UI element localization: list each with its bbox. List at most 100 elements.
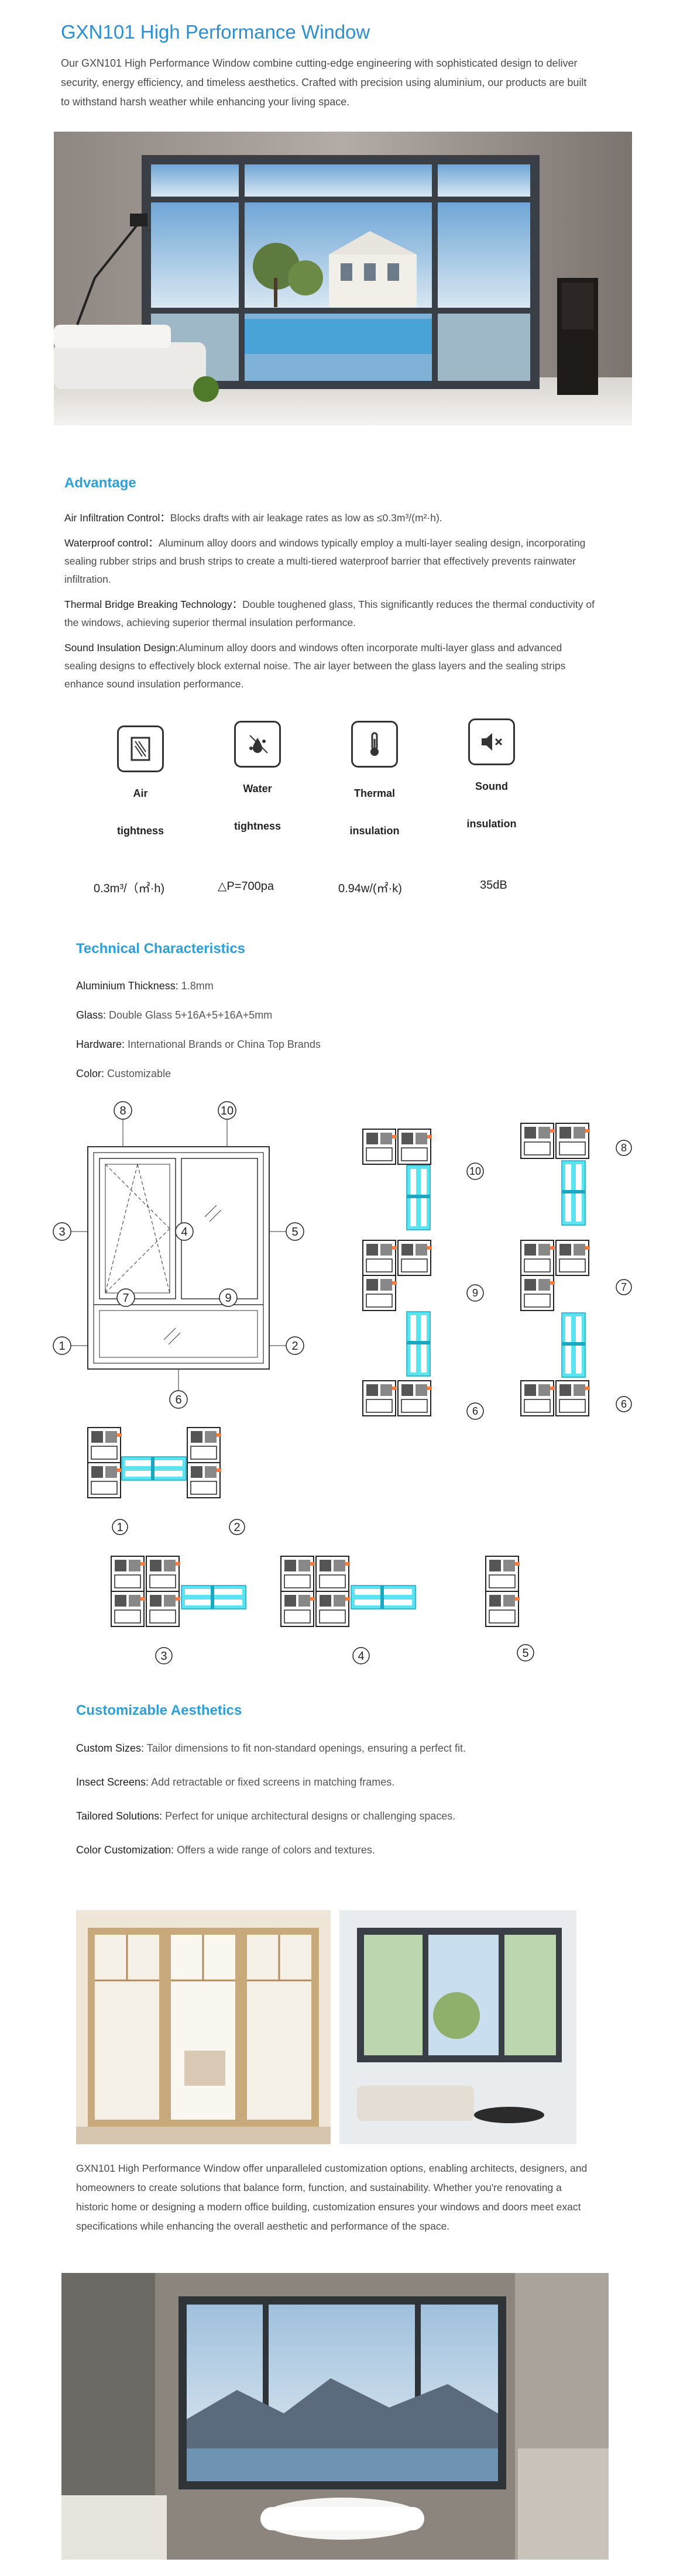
callout-circle [169, 1390, 188, 1409]
callout-label: 5 [291, 1226, 298, 1239]
spec-value: International Brands or China Top Brands [128, 1038, 321, 1050]
callout-circle [466, 1284, 484, 1302]
feature-thermal-insulation: Thermal insulation [334, 721, 416, 850]
callout-label: 8 [621, 1142, 627, 1154]
spec-label: Aluminium Thickness: [76, 980, 178, 992]
hero-photo [54, 132, 632, 425]
spec-color: Color: Customizable [76, 1068, 171, 1080]
callout-circle [155, 1647, 173, 1664]
custom-item: Color Customization: Offers a wide range… [76, 1844, 375, 1856]
advantage-list: Air Infiltration Control：Blocks drafts w… [64, 509, 597, 693]
spec-glass: Glass: Double Glass 5+16A+5+16A+5mm [76, 1009, 272, 1022]
spec-aluminium-thickness: Aluminium Thickness: 1.8mm [76, 980, 214, 992]
spec-hardware: Hardware: International Brands or China … [76, 1038, 321, 1051]
custom-label: Custom Sizes: [76, 1742, 145, 1754]
advantage-item: Thermal Bridge Breaking Technology：Doubl… [64, 596, 597, 632]
callout-label: 7 [621, 1281, 627, 1293]
callout-label: 2 [234, 1521, 240, 1534]
advantage-label: Waterproof control： [64, 537, 159, 549]
feature-name: Sound [475, 780, 508, 792]
callout-label: 10 [221, 1105, 234, 1117]
custom-text: Perfect for unique architectural designs… [165, 1810, 456, 1822]
callout-circle [466, 1163, 484, 1180]
custom-label: Insect Screens: [76, 1776, 149, 1788]
advantage-item: Waterproof control：Aluminum alloy doors … [64, 534, 597, 589]
custom-label: Tailored Solutions: [76, 1810, 163, 1822]
custom-item: Insect Screens: Add retractable or fixed… [76, 1776, 394, 1789]
spec-value: 1.8mm [181, 980, 214, 992]
callout-circle [616, 1279, 632, 1295]
callout-circle [352, 1647, 370, 1664]
callout-circle [218, 1101, 236, 1120]
advantage-label: Sound Insulation Design: [64, 642, 178, 654]
callout-circle [53, 1222, 71, 1241]
interior-photo-window [339, 1910, 576, 2144]
page-title: GXN101 High Performance Window [61, 21, 370, 43]
custom-label: Color Customization: [76, 1844, 174, 1856]
feature-name: tightness [116, 825, 164, 837]
callout-label: 6 [621, 1398, 627, 1410]
interior-photo-doors [76, 1910, 331, 2144]
callout-label: 10 [469, 1165, 481, 1177]
customizable-heading: Customizable Aesthetics [76, 1703, 242, 1718]
callout-circle [53, 1336, 71, 1355]
advantage-heading: Advantage [64, 475, 136, 491]
advantage-label: Thermal Bridge Breaking Technology： [64, 599, 243, 610]
callout-label: 2 [291, 1340, 298, 1353]
speaker-mute-icon [468, 718, 515, 765]
section-left [87, 1427, 222, 1498]
callout-circle [616, 1396, 632, 1412]
callout-label: 9 [472, 1287, 478, 1299]
callout-circle [219, 1288, 238, 1307]
callout-label: 3 [59, 1226, 65, 1239]
feature-sound-insulation: Sound insulation [451, 718, 533, 842]
callout-circle [175, 1222, 194, 1241]
feature-name: insulation [466, 818, 517, 830]
custom-text: Tailor dimensions to fit non-standard op… [146, 1742, 466, 1754]
bathroom-photo [61, 2273, 609, 2560]
advantage-text: Blocks drafts with air leakage rates as … [170, 512, 442, 524]
callout-label: 6 [472, 1405, 478, 1417]
callout-label: 6 [175, 1394, 181, 1406]
spec-label: Color: [76, 1068, 105, 1079]
custom-item: Tailored Solutions: Perfect for unique a… [76, 1810, 455, 1822]
feature-water-tightness: Water tightness [217, 721, 298, 845]
spec-label: Hardware: [76, 1038, 125, 1050]
callout-label: 4 [358, 1650, 364, 1663]
advantage-item: Air Infiltration Control：Blocks drafts w… [64, 509, 597, 527]
feature-value: 0.94w/(㎡·k) [338, 882, 402, 895]
closing-paragraph: GXN101 High Performance Window offer unp… [76, 2162, 588, 2232]
section-bottom [111, 1556, 520, 1627]
callout-circle [616, 1140, 632, 1156]
callout-label: 5 [522, 1647, 528, 1660]
callout-circle [286, 1222, 304, 1241]
callout-label: 1 [59, 1340, 65, 1353]
feature-value: 0.3m³/（㎡·h) [94, 882, 165, 895]
callout-circle [517, 1644, 534, 1662]
thermometer-icon [351, 721, 398, 768]
technical-drawing: 8 10 3 4 5 7 9 1 2 6 1 2 [53, 1100, 638, 1679]
callout-circle [229, 1519, 245, 1535]
callout-circle [116, 1288, 135, 1307]
section-middle [362, 1129, 432, 1416]
intro-paragraph: Our GXN101 High Performance Window combi… [61, 57, 587, 108]
spec-label: Glass: [76, 1009, 107, 1021]
spec-value: Customizable [107, 1068, 171, 1079]
custom-text: Offers a wide range of colors and textur… [177, 1844, 375, 1856]
water-drop-icon [234, 721, 281, 768]
feature-name: Air [133, 787, 148, 799]
feature-name: Thermal [353, 787, 396, 799]
window-elevation [64, 1117, 293, 1392]
air-tightness-icon [117, 725, 164, 772]
advantage-text: Aluminum alloy doors and windows typical… [64, 537, 586, 585]
callout-circle [114, 1101, 132, 1120]
callout-circle [466, 1402, 484, 1420]
spec-value: Double Glass 5+16A+5+16A+5mm [109, 1009, 273, 1021]
callout-circle [112, 1519, 128, 1535]
callout-label: 7 [122, 1292, 129, 1305]
feature-name: insulation [349, 825, 400, 837]
custom-item: Custom Sizes: Tailor dimensions to fit n… [76, 1742, 466, 1755]
advantage-text: Aluminum alloy doors and windows often i… [64, 642, 566, 690]
feature-name: Water [243, 783, 272, 795]
advantage-text: Double toughened glass, This significant… [64, 599, 595, 628]
